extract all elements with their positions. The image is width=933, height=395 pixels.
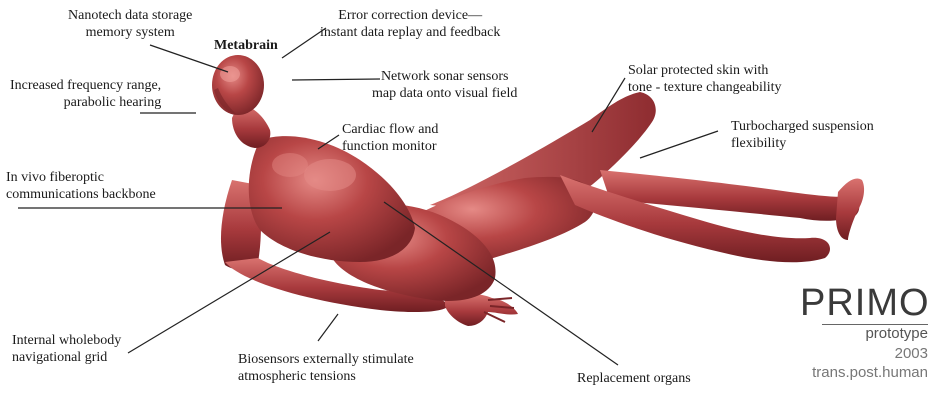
label-sonar: Network sonar sensors map data onto visu… [372,68,517,102]
label-solar-skin: Solar protected skin with tone - texture… [628,62,782,96]
leader-biosensors [318,314,338,341]
label-biosensors: Biosensors externally stimulate atmosphe… [238,351,414,385]
leader-sonar [292,79,380,80]
label-solar-skin-line2: tone - texture changeability [628,79,782,96]
label-error-correction: Error correction device— instant data re… [320,7,500,41]
label-hearing: Increased frequency range, parabolic hea… [10,77,161,111]
label-biosensors-line2: atmospheric tensions [238,368,414,385]
label-sonar-line1: Network sonar sensors [372,68,517,85]
label-fiberoptic-line1: In vivo fiberoptic [6,169,156,186]
label-cardiac: Cardiac flow and function monitor [342,121,438,155]
logo-credit: trans.post.human [768,364,928,381]
label-navigational-line1: Internal wholebody [12,332,121,349]
logo-year: 2003 [822,345,928,362]
label-suspension-line1: Turbocharged suspension [731,118,874,135]
label-nanotech-line2: memory system [68,24,192,41]
label-navigational-line2: navigational grid [12,349,121,366]
label-cardiac-line2: function monitor [342,138,438,155]
label-error-correction-line2: instant data replay and feedback [320,24,500,41]
label-hearing-line1: Increased frequency range, [10,77,161,94]
label-navigational: Internal wholebody navigational grid [12,332,121,366]
label-solar-skin-line1: Solar protected skin with [628,62,782,79]
label-fiberoptic: In vivo fiberoptic communications backbo… [6,169,156,203]
label-organs: Replacement organs [577,370,691,387]
label-biosensors-line1: Biosensors externally stimulate [238,351,414,368]
label-fiberoptic-line2: communications backbone [6,186,156,203]
leader-suspension [640,131,718,158]
label-error-correction-line1: Error correction device— [320,7,500,24]
label-cardiac-line1: Cardiac flow and [342,121,438,138]
label-nanotech-line1: Nanotech data storage [68,7,192,24]
logo-name: PRIMO [800,282,930,325]
label-sonar-line2: map data onto visual field [372,85,517,102]
label-suspension-line2: flexibility [731,135,874,152]
logo-subtitle: prototype [822,325,928,342]
label-nanotech: Nanotech data storage memory system [68,7,192,41]
label-suspension: Turbocharged suspension flexibility [731,118,874,152]
label-metabrain: Metabrain [214,37,278,54]
label-hearing-line2: parabolic hearing [10,94,161,111]
